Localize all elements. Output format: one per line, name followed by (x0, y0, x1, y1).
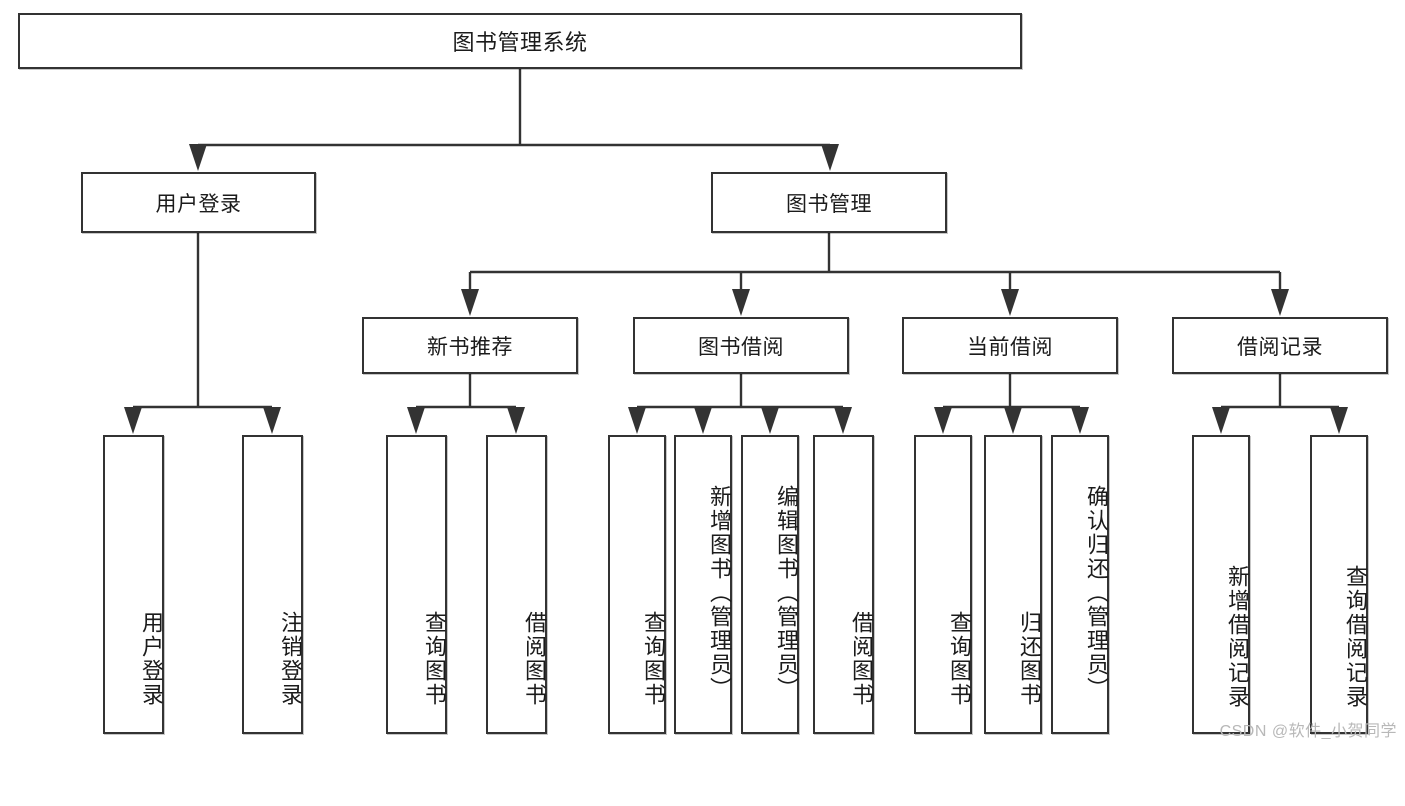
node-leaf-rec-borrow-book[interactable]: 借阅图书 (486, 435, 547, 734)
node-label-current-borrow: 当前借阅 (967, 335, 1053, 359)
node-borrow-record[interactable]: 借阅记录 (1172, 317, 1388, 374)
arrow-head-icon-5 (1271, 289, 1289, 316)
node-label-leaf-rec-add-record: 新增借阅记录 (1225, 564, 1250, 709)
node-label-leaf-borrow-query-book: 查询图书 (641, 610, 666, 707)
arrow-head-icon-6 (124, 407, 142, 434)
arrow-head-icon-9 (507, 407, 525, 434)
arrow-head-icon-10 (628, 407, 646, 434)
node-leaf-cur-confirm-return[interactable]: 确认归还（管理员） (1051, 435, 1109, 734)
node-label-root: 图书管理系统 (452, 30, 588, 55)
arrow-head-icon-11 (694, 407, 712, 434)
node-leaf-rec-add-record[interactable]: 新增借阅记录 (1192, 435, 1250, 734)
node-leaf-borrow-edit-book[interactable]: 编辑图书（管理员） (741, 435, 799, 734)
arrow-head-icon-14 (934, 407, 952, 434)
node-leaf-rec-query-record[interactable]: 查询借阅记录 (1310, 435, 1368, 734)
arrow-head-icon-13 (834, 407, 852, 434)
node-label-leaf-rec-borrow-book: 借阅图书 (522, 610, 547, 707)
node-label-new-book-rec: 新书推荐 (427, 335, 513, 359)
node-label-leaf-rec-query-record: 查询借阅记录 (1343, 564, 1368, 709)
diagram-canvas: 图书管理系统用户登录图书管理新书推荐图书借阅当前借阅借阅记录用户登录注销登录查询… (18, 13, 1397, 740)
node-label-leaf-user-logout: 注销登录 (278, 610, 303, 707)
node-leaf-rec-query-book[interactable]: 查询图书 (386, 435, 447, 734)
node-root[interactable]: 图书管理系统 (18, 13, 1022, 69)
arrow-head-icon-12 (761, 407, 779, 434)
node-label-leaf-borrow-borrow-book: 借阅图书 (849, 610, 874, 707)
node-label-user-login: 用户登录 (155, 192, 242, 216)
node-leaf-user-login[interactable]: 用户登录 (103, 435, 164, 734)
node-label-leaf-cur-return-book: 归还图书 (1017, 610, 1042, 707)
node-leaf-borrow-add-book[interactable]: 新增图书（管理员） (674, 435, 732, 734)
watermark-label: CSDN @软件_小贺同学 (1219, 723, 1397, 740)
node-leaf-borrow-query-book[interactable]: 查询图书 (608, 435, 666, 734)
arrow-head-icon-0 (189, 144, 207, 171)
arrow-head-icon-3 (732, 289, 750, 316)
node-leaf-borrow-borrow-book[interactable]: 借阅图书 (813, 435, 874, 734)
node-book-admin[interactable]: 图书管理 (711, 172, 947, 233)
arrow-head-icon-1 (821, 144, 839, 171)
node-leaf-cur-return-book[interactable]: 归还图书 (984, 435, 1042, 734)
node-current-borrow[interactable]: 当前借阅 (902, 317, 1118, 374)
node-new-book-rec[interactable]: 新书推荐 (362, 317, 578, 374)
arrow-head-icon-8 (407, 407, 425, 434)
node-label-leaf-user-login: 用户登录 (139, 610, 164, 707)
node-leaf-cur-query-book[interactable]: 查询图书 (914, 435, 972, 734)
arrow-head-icon-15 (1004, 407, 1022, 434)
node-leaf-user-logout[interactable]: 注销登录 (242, 435, 303, 734)
node-label-leaf-cur-query-book: 查询图书 (947, 610, 972, 707)
node-label-book-borrow: 图书借阅 (698, 335, 784, 359)
node-label-leaf-borrow-add-book: 新增图书（管理员） (707, 484, 732, 701)
node-book-borrow[interactable]: 图书借阅 (633, 317, 849, 374)
arrow-head-icon-2 (461, 289, 479, 316)
node-label-leaf-cur-confirm-return: 确认归还（管理员） (1084, 484, 1109, 701)
arrow-head-icon-4 (1001, 289, 1019, 316)
node-label-leaf-borrow-edit-book: 编辑图书（管理员） (774, 484, 799, 701)
node-label-borrow-record: 借阅记录 (1237, 335, 1323, 359)
node-label-leaf-rec-query-book: 查询图书 (422, 610, 447, 707)
node-user-login[interactable]: 用户登录 (81, 172, 316, 233)
arrow-head-icon-18 (1330, 407, 1348, 434)
arrow-head-icon-17 (1212, 407, 1230, 434)
arrow-head-icon-7 (263, 407, 281, 434)
node-label-book-admin: 图书管理 (786, 192, 872, 216)
arrow-head-icon-16 (1071, 407, 1089, 434)
